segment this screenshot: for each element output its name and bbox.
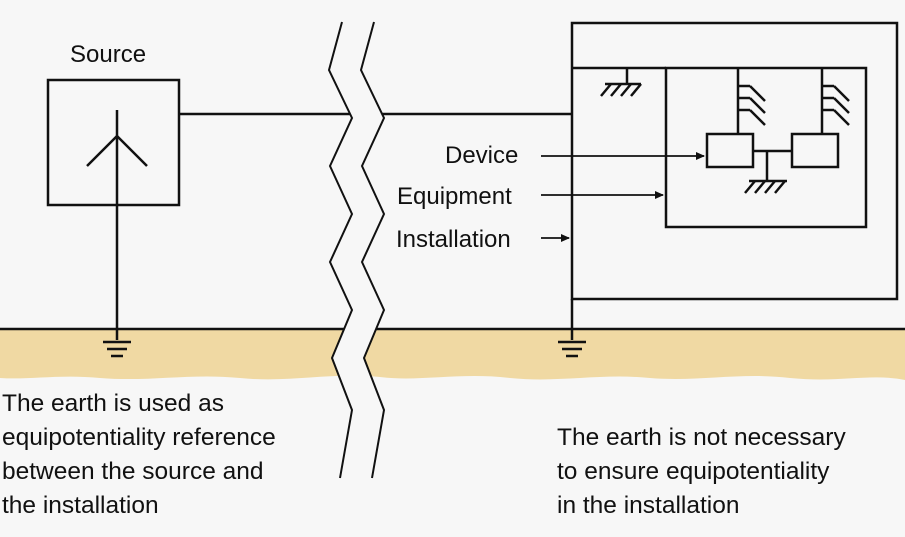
source-label: Source (70, 41, 147, 68)
installation-label: Installation (396, 226, 511, 253)
source-box (46, 78, 181, 207)
device-box-right (790, 132, 840, 169)
equipment-label: Equipment (397, 183, 512, 210)
right-caption-line: to ensure equipotentiality (557, 458, 830, 485)
earth-ground-icon (558, 340, 586, 358)
break-mark-icon (327, 21, 386, 479)
frame-ground-icon (738, 84, 766, 126)
earth-band (0, 329, 905, 380)
installation-box (570, 21, 899, 301)
frame-ground-icon (822, 84, 850, 126)
device-wiring (736, 68, 824, 180)
left-caption-line: equipotentiality reference (2, 424, 276, 451)
left-caption-line: The earth is used as (2, 390, 224, 417)
equipment-box (664, 66, 868, 229)
right-caption-line: in the installation (557, 492, 740, 519)
device-box-left (705, 132, 755, 169)
left-caption-line: between the source and (2, 458, 264, 485)
left-caption: The earth is used as equipotentiality re… (2, 387, 276, 523)
left-caption-line: the installation (2, 492, 159, 519)
device-label: Device (445, 142, 519, 169)
right-caption-line: The earth is not necessary (557, 424, 846, 451)
frame-ground-icon (600, 68, 642, 97)
earth-ground-icon (103, 340, 131, 358)
frame-ground-icon (744, 179, 787, 194)
right-caption: The earth is not necessary to ensure equ… (557, 421, 846, 523)
